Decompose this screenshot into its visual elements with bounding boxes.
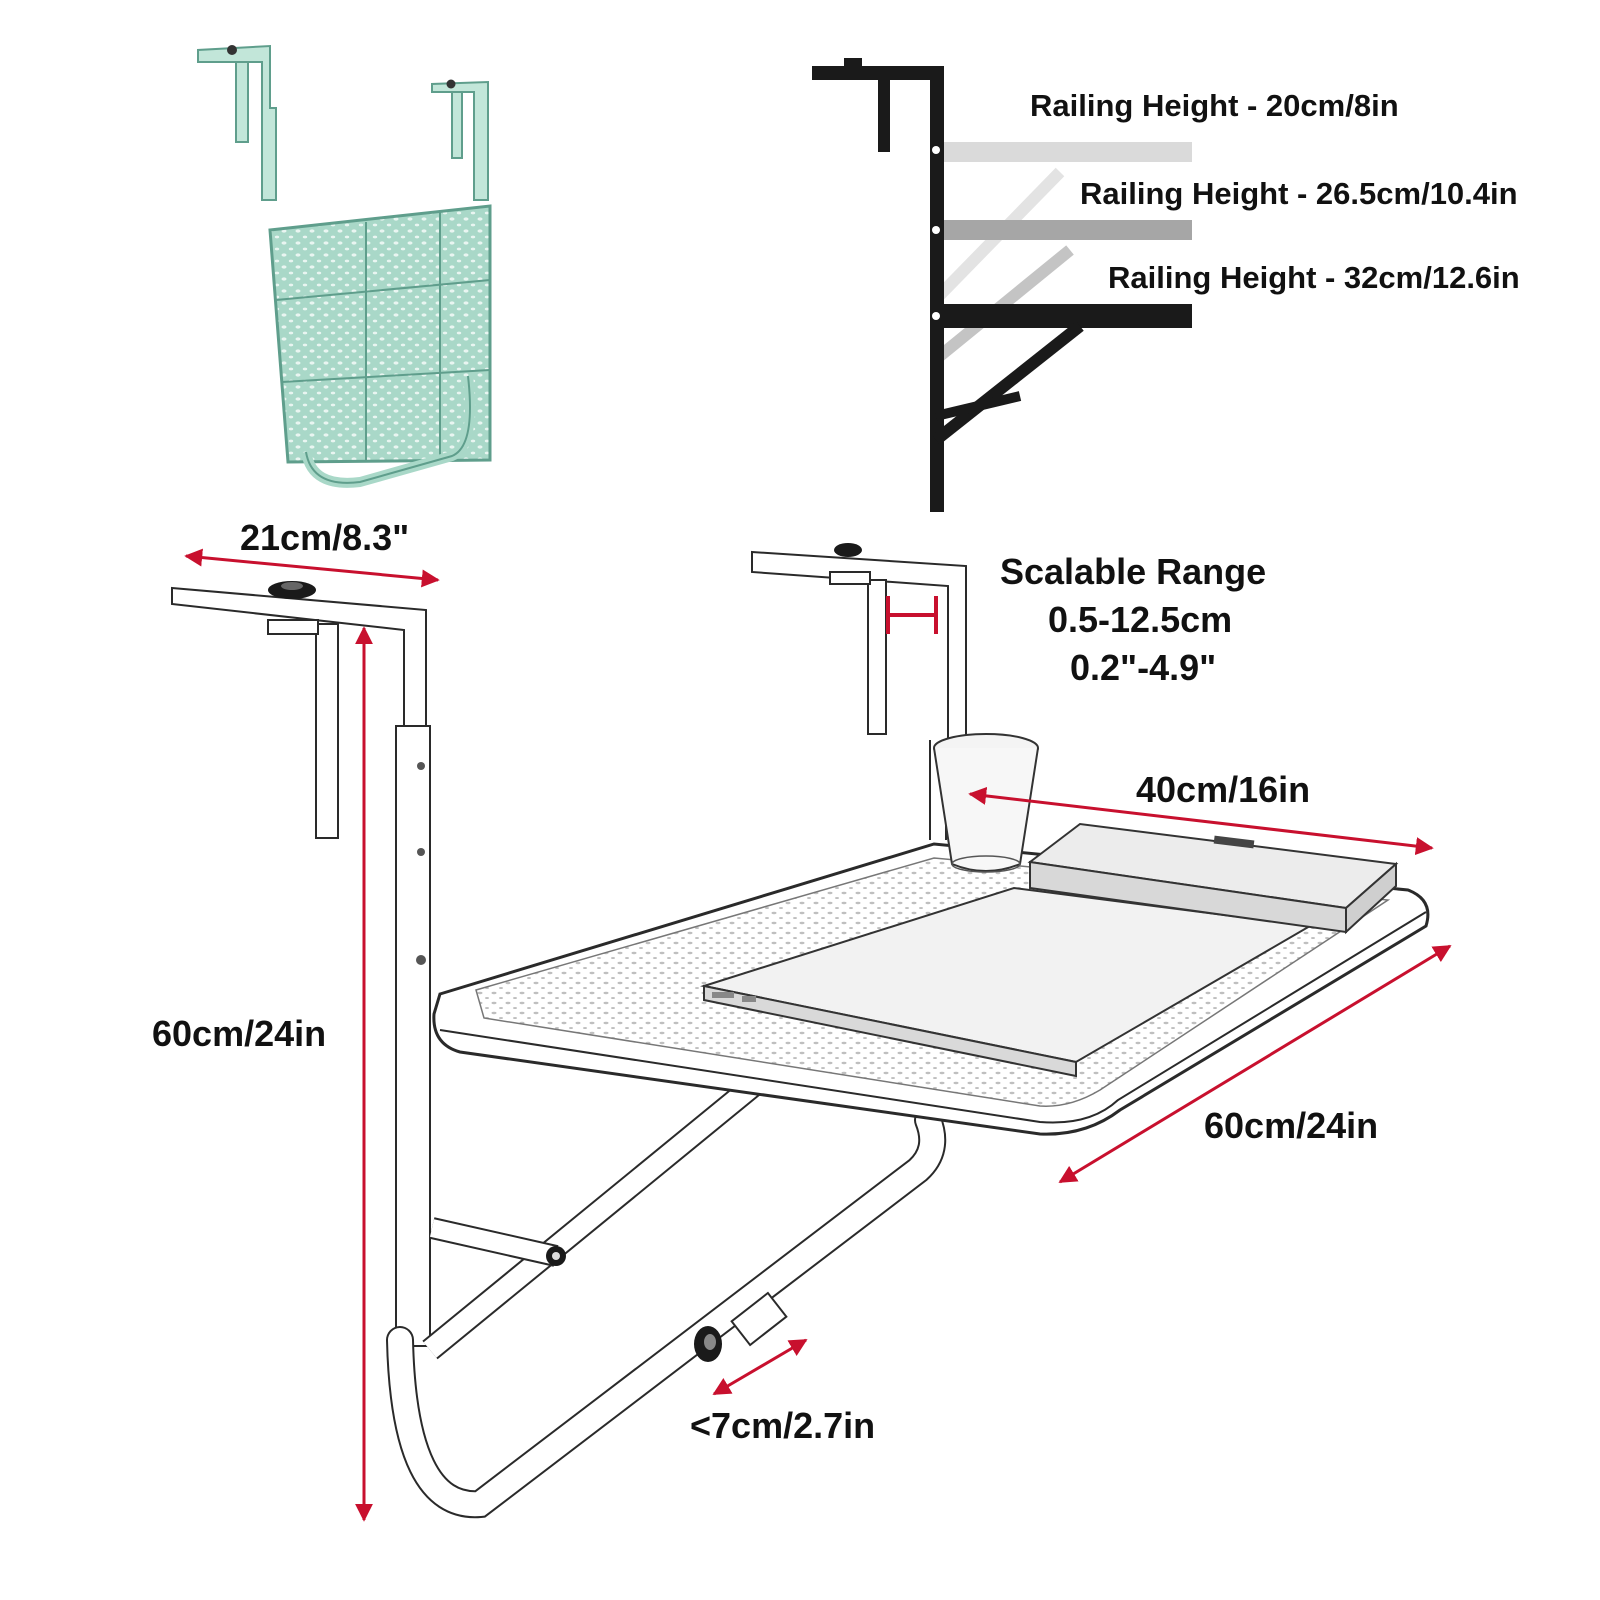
- table-depth-label: 40cm/16in: [1136, 769, 1310, 810]
- hook-width-arrow: [184, 548, 440, 588]
- cup-illustration: [933, 733, 1039, 873]
- total-height-label: 60cm/24in: [152, 1013, 326, 1054]
- scalable-range-title: Scalable Range: [1000, 551, 1266, 592]
- bracket-gap-arrow: [712, 1338, 808, 1396]
- folded-table-mint: [197, 44, 492, 488]
- railing-height-32cm-label: Railing Height - 32cm/12.6in: [1108, 260, 1520, 295]
- scalable-range-cm: 0.5-12.5cm: [1048, 599, 1232, 640]
- adjustment-knob-icon: [268, 581, 316, 599]
- adjustment-knob-icon: [834, 543, 862, 557]
- railing-height-26cm-label: Railing Height - 26.5cm/10.4in: [1080, 176, 1518, 211]
- bracket-lock-icon: [694, 1326, 722, 1362]
- table-depth-arrow: [968, 786, 1434, 856]
- hook-width-label: 21cm/8.3": [240, 517, 409, 558]
- railing-height-20cm-label: Railing Height - 20cm/8in: [1030, 88, 1399, 123]
- unfolded-table: [171, 543, 1430, 1519]
- scalable-range-in: 0.2"-4.9": [1070, 647, 1216, 688]
- railing-height-bracket: [812, 58, 1192, 512]
- table-width-arrow: [1058, 944, 1452, 1184]
- bracket-gap-label: <7cm/2.7in: [690, 1405, 875, 1446]
- scalable-range-marker: [886, 596, 938, 634]
- table-width-label: 60cm/24in: [1204, 1105, 1378, 1146]
